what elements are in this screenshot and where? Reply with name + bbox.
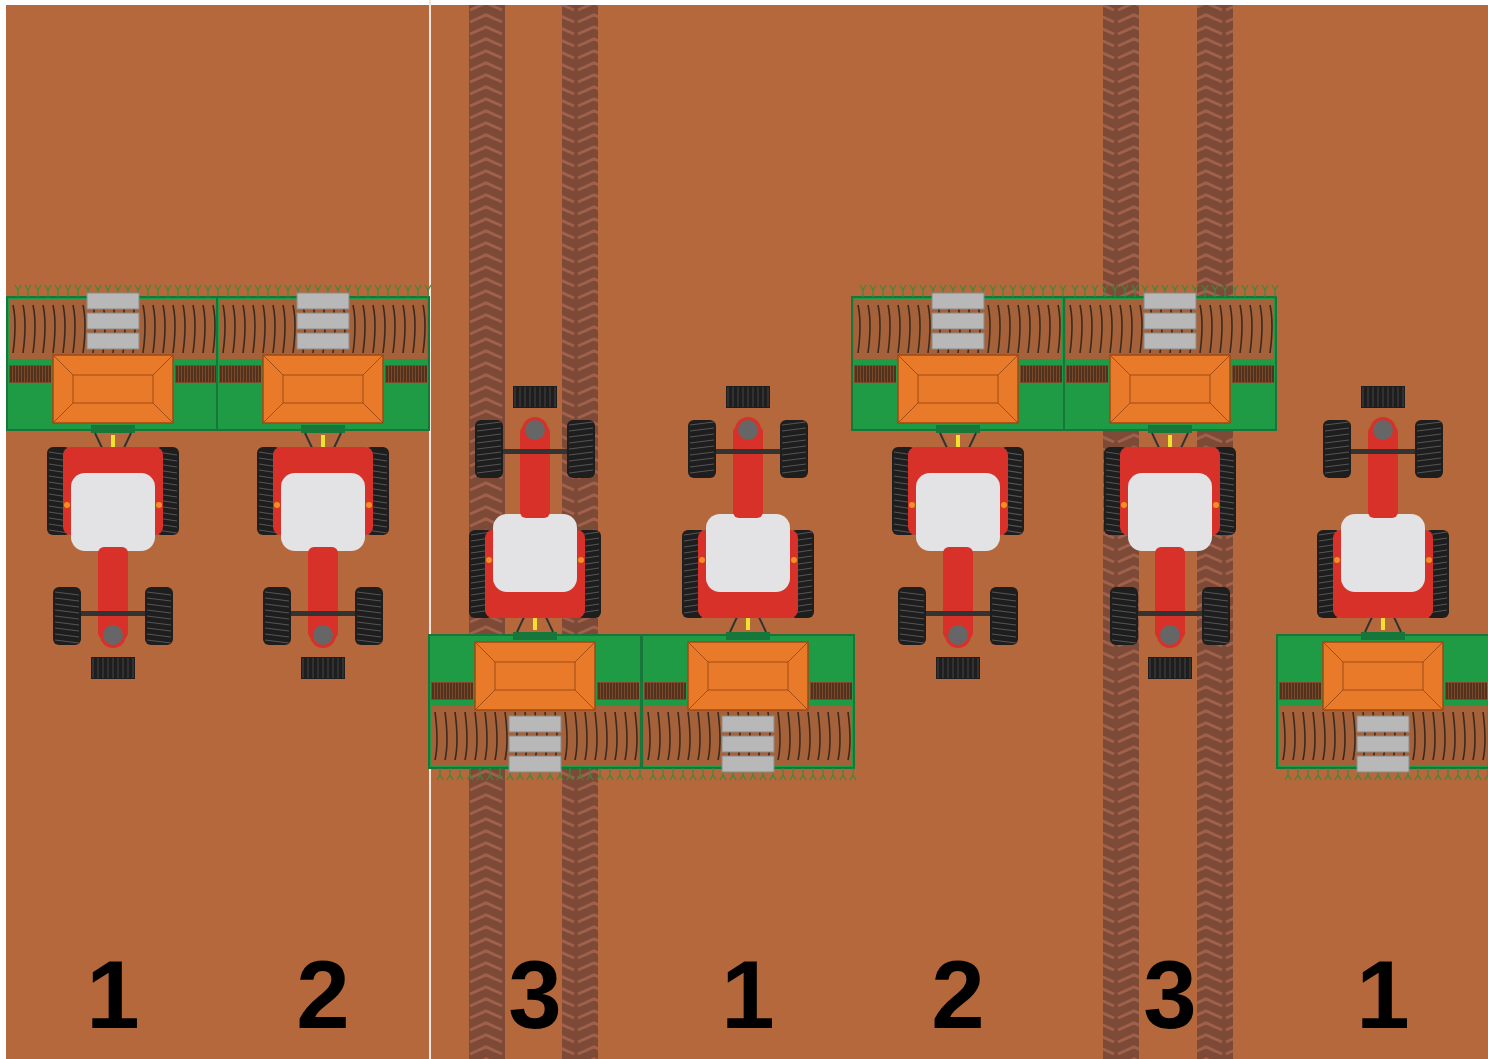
tractor-drill: [217, 285, 431, 679]
divider-line: [429, 0, 431, 1059]
tractor-wheel: [145, 587, 173, 645]
tractor-wheel: [1202, 587, 1230, 645]
callout-number-text: 2: [931, 941, 984, 1048]
callout-number: 1: [53, 940, 173, 1050]
callout-number-text: 3: [508, 941, 561, 1048]
tractor-wheel: [355, 587, 383, 645]
tractor-wheel: [898, 587, 926, 645]
callout-number: 1: [1323, 940, 1443, 1050]
left-margin: [0, 0, 6, 1059]
tractor-wheel: [780, 420, 808, 478]
tractor-drill: [7, 285, 221, 679]
tractor-wheel: [263, 587, 291, 645]
tractor-wheel: [1415, 420, 1443, 478]
tractor-wheel: [475, 420, 503, 478]
tractor-drill: [429, 386, 643, 780]
tractor-drill: [642, 386, 856, 780]
tractor-drill: [1064, 285, 1278, 679]
tractor-wheel: [53, 587, 81, 645]
callout-number: 1: [688, 940, 808, 1050]
callout-number-text: 3: [1143, 941, 1196, 1048]
callout-number-text: 1: [1356, 941, 1409, 1048]
tractor-wheel: [1110, 587, 1138, 645]
top-margin: [0, 0, 1488, 5]
tractor-wheel: [1323, 420, 1351, 478]
tractor-drill: [852, 285, 1066, 679]
callout-number-text: 1: [721, 941, 774, 1048]
callout-number: 3: [475, 940, 595, 1050]
callout-number: 2: [263, 940, 383, 1050]
callout-number-text: 1: [86, 941, 139, 1048]
tractor-drill: [1277, 386, 1488, 780]
tractor-wheel: [567, 420, 595, 478]
tractor-wheel: [990, 587, 1018, 645]
callout-number-text: 2: [296, 941, 349, 1048]
callout-number: 2: [898, 940, 1018, 1050]
callout-number: 3: [1110, 940, 1230, 1050]
tractor-wheel: [688, 420, 716, 478]
